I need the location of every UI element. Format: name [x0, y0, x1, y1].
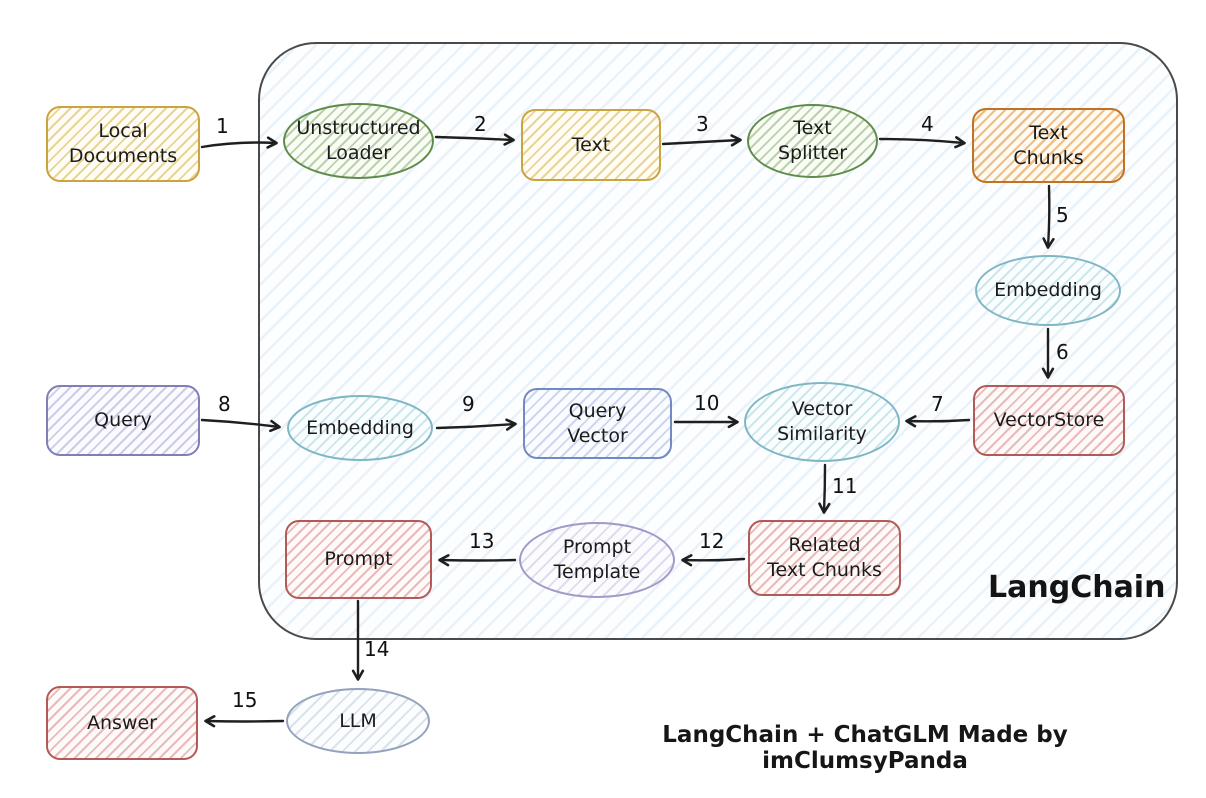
diagram-caption: LangChain + ChatGLM Made by imClumsyPand… [662, 722, 1068, 774]
node-answer: Answer [46, 686, 198, 760]
node-prompt: Prompt [285, 520, 432, 599]
node-vector-similarity-label: Vector Similarity [777, 398, 867, 445]
node-vectorstore-label: VectorStore [993, 409, 1105, 432]
node-prompt-template-label: Prompt Template [553, 536, 641, 583]
node-text-chunks: Text Chunks [972, 108, 1125, 183]
node-llm-label: LLM [339, 709, 377, 732]
node-local-documents-label: Local Documents [68, 120, 178, 167]
arrow-15 [204, 715, 285, 728]
node-query: Query [46, 385, 200, 456]
node-related-text-chunks-label: Related Text Chunks [767, 534, 882, 581]
edge-label-6: 6 [1056, 340, 1069, 364]
edge-label-4: 4 [921, 112, 934, 136]
edge-label-2: 2 [474, 112, 487, 136]
node-answer-label: Answer [87, 711, 157, 734]
node-text-chunks-label: Text Chunks [1013, 121, 1084, 169]
node-vector-similarity: Vector Similarity [744, 382, 900, 462]
node-local-documents: Local Documents [46, 106, 200, 182]
node-query-vector-label: Query Vector [567, 399, 628, 447]
edge-label-14: 14 [364, 637, 390, 661]
node-prompt-label: Prompt [324, 548, 393, 571]
edge-label-15: 15 [232, 688, 258, 712]
edge-label-3: 3 [696, 112, 709, 136]
langchain-container-label: LangChain [988, 570, 1166, 605]
node-unstructured-loader: Unstructured Loader [283, 103, 434, 179]
node-text: Text [521, 109, 661, 181]
node-embedding-query-label: Embedding [306, 416, 414, 439]
node-vectorstore: VectorStore [973, 385, 1125, 456]
edge-label-1: 1 [216, 114, 229, 138]
node-prompt-template: Prompt Template [519, 522, 675, 598]
node-query-vector: Query Vector [523, 388, 672, 459]
node-embedding-index: Embedding [975, 255, 1121, 326]
edge-label-5: 5 [1056, 203, 1069, 227]
node-text-splitter-label: Text Splitter [777, 117, 848, 164]
edge-label-10: 10 [694, 391, 720, 415]
node-text-label: Text [571, 133, 611, 156]
node-unstructured-loader-label: Unstructured Loader [296, 117, 421, 164]
node-embedding-index-label: Embedding [994, 279, 1102, 302]
edge-label-12: 12 [699, 529, 725, 553]
edge-label-8: 8 [218, 392, 231, 416]
node-query-label: Query [94, 409, 152, 432]
node-llm: LLM [286, 688, 430, 754]
edge-label-7: 7 [931, 392, 944, 416]
node-text-splitter: Text Splitter [747, 104, 878, 178]
edge-label-9: 9 [462, 392, 475, 416]
edge-label-11: 11 [832, 474, 858, 498]
node-related-text-chunks: Related Text Chunks [748, 520, 901, 596]
node-embedding-query: Embedding [287, 395, 433, 461]
edge-label-13: 13 [469, 529, 495, 553]
